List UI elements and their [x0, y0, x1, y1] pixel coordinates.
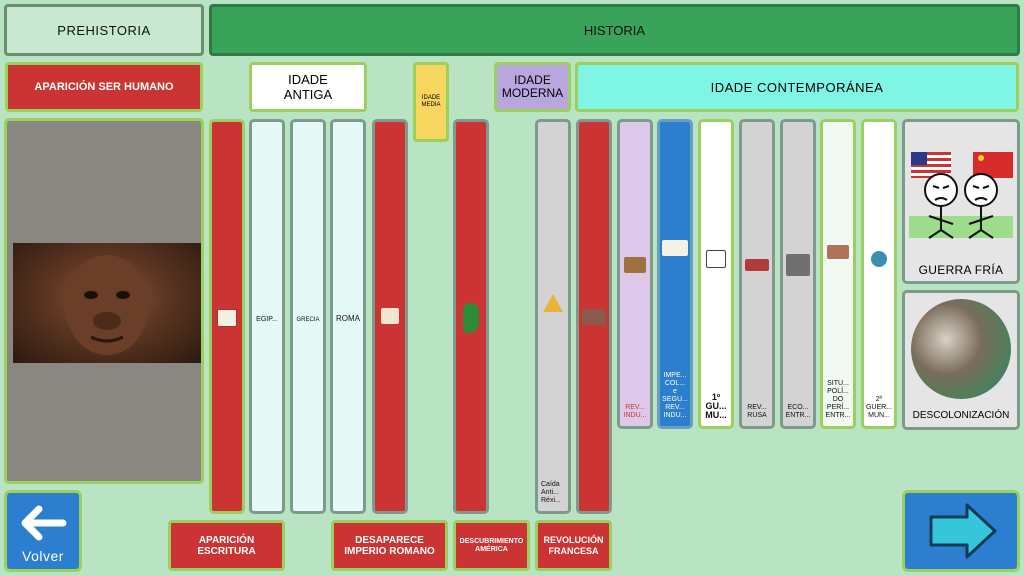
timeline-economy-column[interactable]: ECO... ENTR... — [780, 119, 816, 429]
ancient-age-button[interactable]: IDADE ANTIGA — [249, 62, 367, 112]
french-revolution-button[interactable]: REVOLUCIÓN FRANCESA — [535, 520, 612, 571]
back-label: Volver — [22, 548, 64, 564]
egypt-label: EGIP... — [256, 316, 278, 323]
timeline-politics-column[interactable]: SITU... POLÍ... DO PERÍ... ENTR... — [820, 119, 856, 429]
crowd-photo-icon — [786, 254, 810, 276]
ww1-label: 1º GU... MU... — [705, 392, 727, 420]
timeline-rome-fall-column[interactable] — [372, 119, 408, 514]
timeline-writing-column[interactable] — [209, 119, 245, 514]
economy-label: ECO... ENTR... — [785, 404, 811, 419]
back-button[interactable]: Volver — [4, 490, 82, 572]
timeline-ww2-column[interactable]: 2º GUER... MUN... — [861, 119, 897, 429]
social-pyramid-icon — [543, 294, 563, 312]
cold-war-illustration — [909, 152, 1013, 239]
america-discovery-label: DESCUBRIMIENTO AMÉRICA — [459, 537, 524, 553]
decolonization-label: DESCOLONIZACIÓN — [912, 410, 1010, 421]
french-revolution-label: REVOLUCIÓN FRANCESA — [543, 534, 604, 556]
world-map-icon — [662, 240, 688, 256]
cold-war-card[interactable]: GUERRA FRÍA — [902, 119, 1020, 284]
next-button[interactable] — [902, 490, 1020, 572]
rome-fall-button[interactable]: DESAPARECE IMPERIO ROMANO — [331, 520, 448, 571]
writing-appearance-label: APARICIÓN ESCRITURA — [197, 534, 256, 557]
timeline-russian-rev-column[interactable]: REV... RUSA — [739, 119, 775, 429]
imperialism-label: IMPE... COL... e SEGU... REV... INDU... — [662, 372, 688, 419]
middle-age-label: IDADE MEDIA — [421, 95, 441, 108]
greece-label: GRECIA — [296, 317, 320, 323]
appearance-human-label: APARICIÓN SER HUMANO — [34, 81, 174, 93]
revolution-scene-icon — [582, 309, 606, 325]
history-button[interactable]: HISTORIA — [209, 4, 1020, 56]
prehistory-button[interactable]: PREHISTORIA — [4, 4, 204, 56]
soldiers-icon — [706, 250, 726, 268]
timeline-old-regime-column[interactable]: Caída Anti... Réxi... — [535, 119, 571, 514]
modern-age-label: IDADE MODERNA — [501, 73, 564, 100]
decolonization-card[interactable]: DESCOLONIZACIÓN — [902, 290, 1020, 430]
rally-photo-icon — [827, 245, 849, 259]
russian-rev-label: REV... RUSA — [747, 404, 767, 419]
contemporary-age-button[interactable]: IDADE CONTEMPORÁNEA — [575, 62, 1019, 112]
timeline-french-rev-column[interactable] — [576, 119, 612, 514]
russian-crowd-icon — [745, 259, 769, 271]
cold-war-label: GUERRA FRÍA — [918, 263, 1004, 277]
timeline-ww1-column[interactable]: 1º GU... MU... — [698, 119, 734, 429]
factory-icon — [624, 257, 646, 273]
arrow-right-icon — [929, 503, 997, 559]
history-label: HISTORIA — [583, 22, 646, 38]
industrial-rev-label: REV... INDU... — [623, 404, 647, 419]
globe-icon — [871, 251, 887, 267]
contemporary-age-label: IDADE CONTEMPORÁNEA — [710, 79, 884, 95]
rome-fall-label: DESAPARECE IMPERIO ROMANO — [344, 534, 435, 557]
modern-age-button[interactable]: IDADE MODERNA — [494, 62, 571, 112]
timeline-egypt-column[interactable]: EGIP... — [249, 119, 285, 514]
timeline-industrial-rev-column[interactable]: REV... INDU... — [617, 119, 653, 429]
scroll-icon — [217, 309, 237, 327]
ancient-age-label: IDADE ANTIGA — [283, 72, 333, 102]
roman-figure-icon — [381, 308, 399, 324]
politics-label: SITU... POLÍ... DO PERÍ... ENTR... — [825, 380, 851, 419]
america-discovery-button[interactable]: DESCUBRIMIENTO AMÉRICA — [453, 520, 530, 571]
appearance-human-button[interactable]: APARICIÓN SER HUMANO — [5, 62, 203, 112]
timeline-greece-column[interactable]: GRECIA — [290, 119, 326, 514]
timeline-america-column[interactable] — [453, 119, 489, 514]
writing-appearance-button[interactable]: APARICIÓN ESCRITURA — [168, 520, 285, 571]
early-human-image — [13, 243, 201, 363]
arrow-left-icon — [21, 505, 67, 541]
americas-map-icon — [463, 303, 479, 333]
timeline-imperialism-column[interactable]: IMPE... COL... e SEGU... REV... INDU... — [657, 119, 693, 429]
timeline-rome-column[interactable]: ROMA — [330, 119, 366, 514]
prehistory-label: PREHISTORIA — [57, 22, 151, 38]
old-regime-label: Caída Anti... Réxi... — [541, 481, 561, 504]
early-human-card[interactable] — [4, 118, 204, 484]
rome-label: ROMA — [336, 314, 360, 323]
middle-age-button[interactable]: IDADE MEDIA — [413, 62, 449, 142]
decolonization-image — [911, 299, 1011, 399]
ww2-label: 2º GUER... MUN... — [865, 396, 893, 419]
